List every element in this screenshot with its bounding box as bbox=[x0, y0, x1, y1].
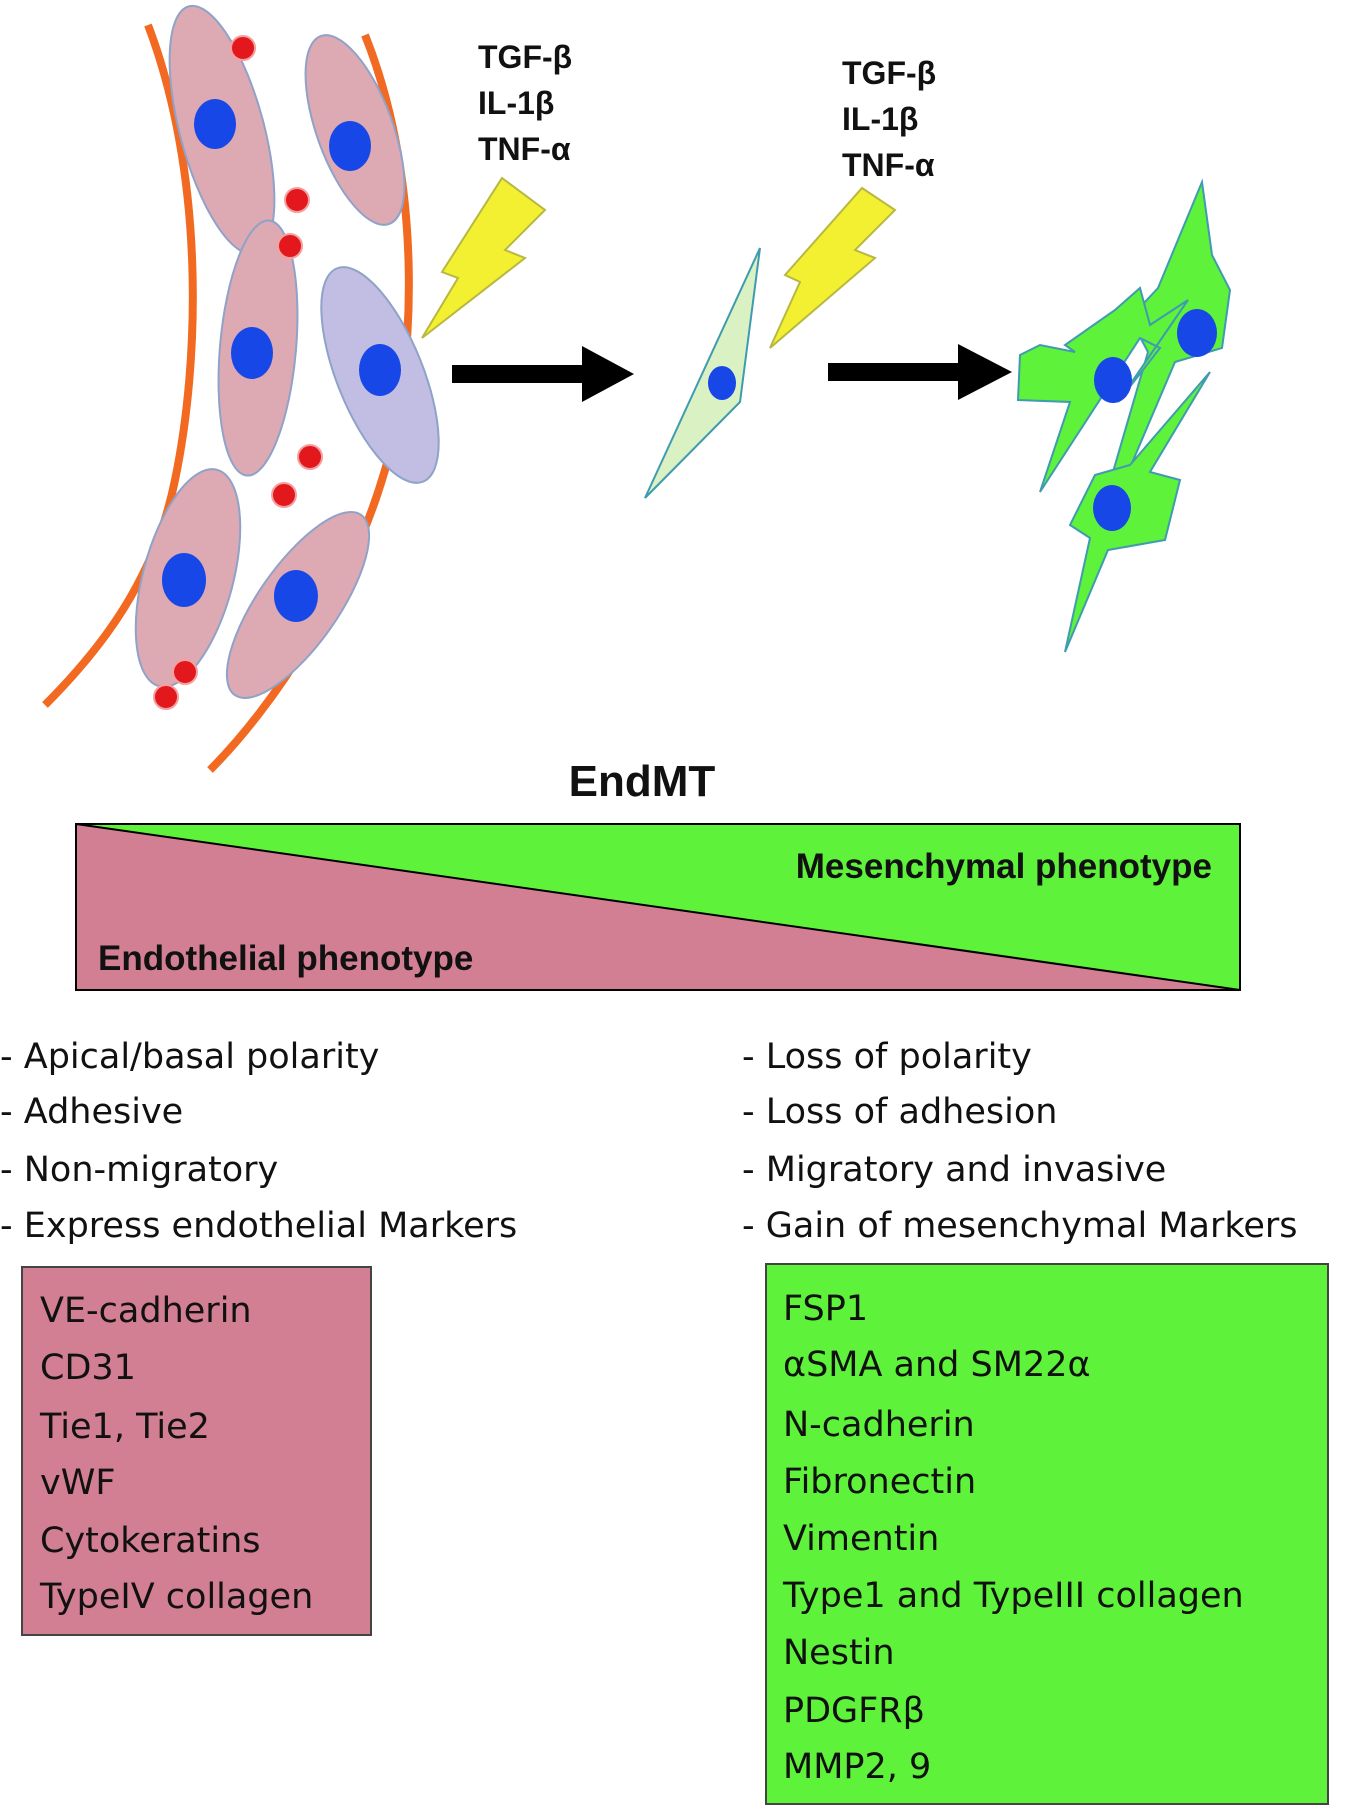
red-blood-cell bbox=[153, 684, 179, 710]
red-blood-cell bbox=[284, 187, 310, 213]
property-item: - Loss of adhesion bbox=[742, 1092, 1057, 1132]
property-item: - Non-migratory bbox=[0, 1150, 278, 1190]
endothelial-cell bbox=[320, 266, 440, 484]
cytokine-label: TNF-α bbox=[842, 147, 935, 183]
marker-item: VE-cadherin bbox=[40, 1291, 252, 1331]
marker-item: Type1 and TypeIII collagen bbox=[782, 1576, 1244, 1616]
marker-item: FSP1 bbox=[783, 1289, 868, 1329]
phenotype-gradient: Mesenchymal phenotype Endothelial phenot… bbox=[75, 823, 1241, 991]
mesenchymal-markers-box: FSP1 αSMA and SM22α N-cadherin Fibronect… bbox=[765, 1263, 1329, 1805]
cytokines-left: TGF-β IL-1β TNF-α bbox=[478, 39, 572, 167]
mesenchymal-properties: - Loss of polarity - Loss of adhesion - … bbox=[742, 1037, 1298, 1246]
cytokine-label: TGF-β bbox=[478, 39, 572, 75]
property-item: - Adhesive bbox=[0, 1092, 183, 1132]
property-item: - Express endothelial Markers bbox=[0, 1206, 517, 1246]
endothelial-cell bbox=[304, 34, 406, 226]
red-blood-cell bbox=[172, 659, 198, 685]
marker-item: Fibronectin bbox=[783, 1462, 976, 1502]
arrow-right-icon bbox=[452, 346, 634, 402]
marker-item: MMP2, 9 bbox=[783, 1747, 931, 1787]
diagram-title: EndMT bbox=[569, 757, 716, 806]
property-item: - Gain of mesenchymal Markers bbox=[742, 1206, 1298, 1246]
transitional-cell bbox=[644, 247, 761, 499]
mesenchymal-cell bbox=[1064, 371, 1211, 653]
vessel-wall-left bbox=[42, 23, 197, 708]
cytokine-label: IL-1β bbox=[478, 85, 554, 121]
endothelial-cell bbox=[225, 511, 371, 699]
mesenchymal-phenotype-label: Mesenchymal phenotype bbox=[796, 847, 1212, 886]
red-blood-cell bbox=[277, 233, 303, 259]
lightning-bolt-icon bbox=[421, 176, 547, 339]
marker-item: TypeIV collagen bbox=[39, 1577, 313, 1617]
red-blood-cell bbox=[230, 35, 256, 61]
red-blood-cell bbox=[271, 482, 297, 508]
cytokine-label: TGF-β bbox=[842, 55, 936, 91]
cytokine-label: TNF-α bbox=[478, 131, 571, 167]
cytokine-label: IL-1β bbox=[842, 101, 918, 137]
marker-item: N-cadherin bbox=[783, 1405, 975, 1445]
endothelial-properties: - Apical/basal polarity - Adhesive - Non… bbox=[0, 1037, 517, 1246]
endothelial-markers-box: VE-cadherin CD31 Tie1, Tie2 vWF Cytokera… bbox=[21, 1266, 372, 1636]
endothelial-phenotype-label: Endothelial phenotype bbox=[98, 939, 473, 978]
cytokines-right: TGF-β IL-1β TNF-α bbox=[842, 55, 936, 183]
marker-item: CD31 bbox=[40, 1348, 136, 1388]
marker-item: αSMA and SM22α bbox=[783, 1345, 1091, 1385]
property-item: - Migratory and invasive bbox=[742, 1150, 1166, 1190]
red-blood-cell bbox=[297, 444, 323, 470]
marker-item: Cytokeratins bbox=[40, 1521, 261, 1561]
marker-item: Tie1, Tie2 bbox=[39, 1407, 210, 1447]
marker-item: vWF bbox=[40, 1463, 115, 1503]
endothelial-cell bbox=[217, 219, 299, 477]
marker-item: Nestin bbox=[783, 1633, 895, 1673]
marker-item: Vimentin bbox=[783, 1519, 939, 1559]
property-item: - Loss of polarity bbox=[742, 1037, 1032, 1077]
arrow-right-icon bbox=[828, 344, 1012, 400]
property-item: - Apical/basal polarity bbox=[0, 1037, 379, 1077]
lightning-bolt-icon bbox=[769, 186, 897, 349]
marker-item: PDGFRβ bbox=[783, 1691, 925, 1731]
mesenchymal-cell bbox=[1016, 286, 1189, 493]
blood-vessel bbox=[42, 4, 440, 773]
